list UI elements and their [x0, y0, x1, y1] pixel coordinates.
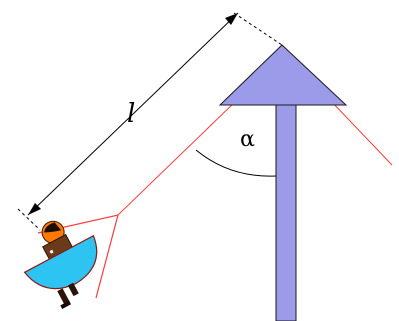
angle-label: α: [240, 127, 255, 152]
angle-arc: [195, 149, 277, 177]
dimension-line: [27, 12, 239, 216]
rope-left-segment: [117, 99, 238, 216]
rider-leg-right: [67, 282, 79, 297]
rider-leg-left: [57, 288, 71, 306]
dimension-arrow-bottom: [28, 203, 41, 215]
tower-roof: [218, 44, 348, 106]
rope-right-segment: [329, 99, 393, 166]
rider-chest-marking: [49, 249, 54, 254]
tower: [218, 44, 348, 321]
gondola-suspension: [37, 214, 119, 299]
dimension-extension-bottom: [17, 208, 41, 231]
length-dimension: l: [17, 12, 283, 231]
gondola-car: [23, 234, 98, 290]
dimension-arrow-top: [225, 13, 238, 25]
gondola: [23, 220, 98, 309]
rope: [37, 99, 393, 299]
dimension-extension-top: [233, 12, 283, 46]
rider-visor: [44, 222, 62, 233]
tower-pole: [275, 104, 297, 321]
rider-foot-left: [60, 300, 72, 309]
length-label: l: [127, 99, 135, 129]
